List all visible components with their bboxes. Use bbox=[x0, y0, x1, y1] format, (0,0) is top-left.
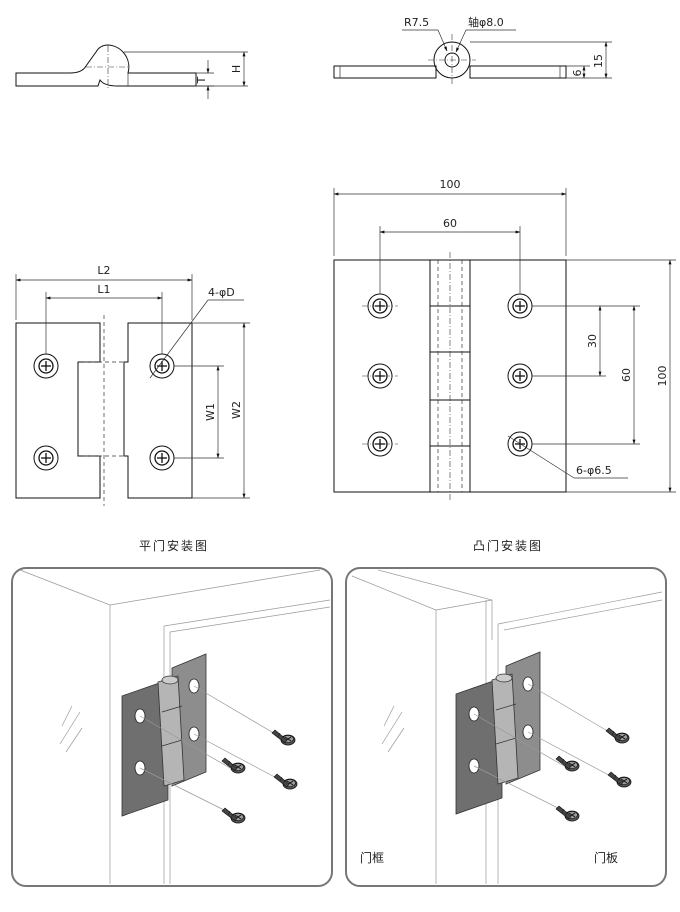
mounting-hole bbox=[149, 445, 175, 471]
dim-l1-label: L1 bbox=[97, 283, 110, 296]
dim-h-label: H bbox=[230, 65, 243, 73]
dim-w1-label: W1 bbox=[204, 403, 217, 421]
holes-spec-6-label: 6-φ6.5 bbox=[576, 464, 612, 477]
dim-6-label: 6 bbox=[571, 70, 584, 77]
mounting-hole bbox=[507, 363, 533, 389]
front-view-convex: 100 60 30 60 100 6-φ6.5 bbox=[333, 178, 676, 500]
dim-60-width-label: 60 bbox=[443, 217, 457, 230]
shaft-label: 轴φ8.0 bbox=[468, 15, 504, 29]
mounting-hole bbox=[33, 353, 59, 379]
mounting-hole bbox=[149, 353, 175, 379]
flat-door-caption: 平门安装图 bbox=[139, 538, 209, 553]
flat-door-installation-panel bbox=[11, 567, 333, 887]
dim-60-height-label: 60 bbox=[620, 368, 633, 382]
convex-door-caption: 凸门安装图 bbox=[473, 538, 543, 553]
convex-door-installation-panel: 门框 门板 bbox=[345, 567, 667, 887]
side-view-convex: R7.5 轴φ8.0 6 15 bbox=[333, 15, 612, 84]
dim-w2-label: W2 bbox=[230, 401, 243, 419]
mounting-hole bbox=[507, 293, 533, 319]
dim-15-label: 15 bbox=[592, 54, 605, 68]
front-view-flat: L2 L1 4-φD W1 W2 bbox=[15, 264, 250, 506]
dim-100-width-label: 100 bbox=[440, 178, 461, 191]
mounting-hole bbox=[33, 445, 59, 471]
side-view-flat: T H bbox=[15, 44, 248, 99]
dim-l2-label: L2 bbox=[97, 264, 110, 277]
dim-30-label: 30 bbox=[586, 334, 599, 348]
dim-t-label: T bbox=[195, 76, 208, 84]
radius-label: R7.5 bbox=[404, 16, 429, 29]
dim-100-height-label: 100 bbox=[656, 366, 669, 387]
holes-spec-label: 4-φD bbox=[208, 286, 235, 299]
door-frame-label: 门框 bbox=[360, 850, 384, 865]
door-leaf-label: 门板 bbox=[594, 850, 618, 865]
